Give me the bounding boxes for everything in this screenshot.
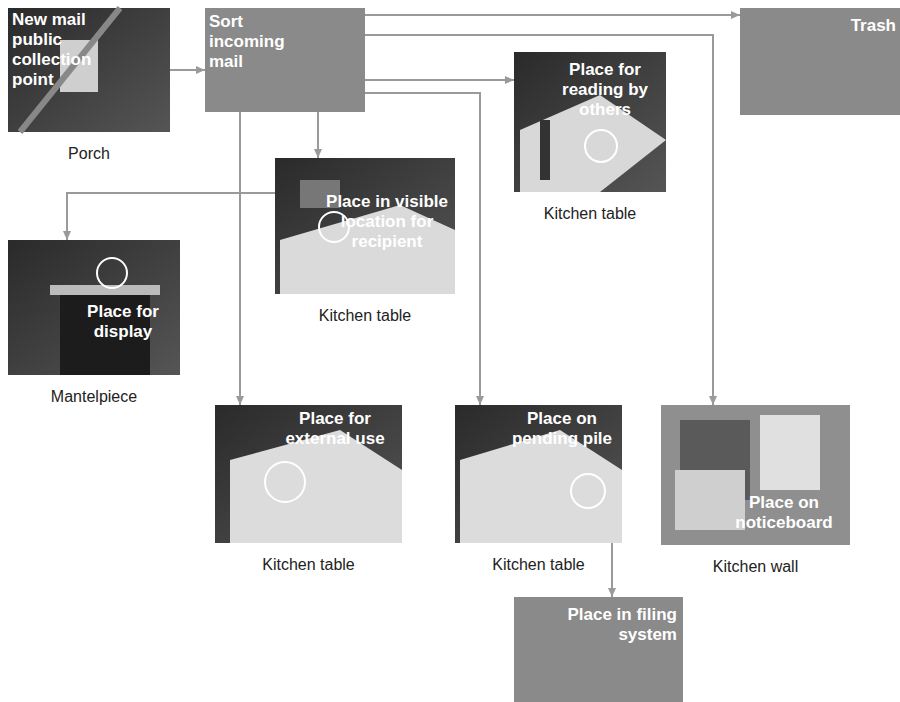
photo-label: Place for reading by others [550, 60, 660, 120]
box-label: Sort incoming mail [209, 12, 319, 72]
photo-label: Place for external use [274, 409, 396, 449]
flow-arrow [170, 69, 205, 71]
flow-arrow [317, 112, 319, 158]
photo-label: New mail public collection point [12, 10, 112, 90]
photo-label: Place for display [70, 302, 176, 342]
photo-label: Place on pending pile [506, 409, 618, 449]
process-box: Sort incoming mail [205, 8, 365, 112]
flow-arrow [365, 79, 514, 81]
photo-node: Place for reading by othersKitchen table [514, 52, 666, 192]
photo-node: Place for external useKitchen table [215, 405, 402, 543]
process-box: Place in filing system [514, 597, 683, 702]
flow-arrow [239, 112, 241, 405]
photo-caption: Porch [68, 144, 110, 163]
photo-caption: Kitchen table [319, 306, 412, 325]
photo-node: Place on pending pileKitchen table [455, 405, 622, 543]
flow-arrow [67, 193, 275, 240]
flow-arrow [611, 543, 613, 597]
photo-node: Place on noticeboardKitchen wall [661, 405, 850, 545]
photo-caption: Kitchen wall [713, 557, 798, 576]
photo-node: Place for displayMantelpiece [8, 240, 180, 375]
photo-node: New mail public collection pointPorch [8, 8, 170, 132]
process-box: Trash [740, 8, 900, 115]
photo-node: Place in visible location for recipientK… [275, 158, 455, 294]
photo-caption: Mantelpiece [51, 387, 137, 406]
box-label: Place in filing system [527, 605, 677, 645]
photo-caption: Kitchen table [492, 555, 585, 574]
photo-caption: Kitchen table [262, 555, 355, 574]
photo-label: Place in visible location for recipient [323, 192, 451, 252]
photo-caption: Kitchen table [544, 204, 637, 223]
photo-label: Place on noticeboard [726, 493, 842, 533]
box-label: Trash [786, 16, 896, 36]
flow-arrow [365, 14, 740, 16]
